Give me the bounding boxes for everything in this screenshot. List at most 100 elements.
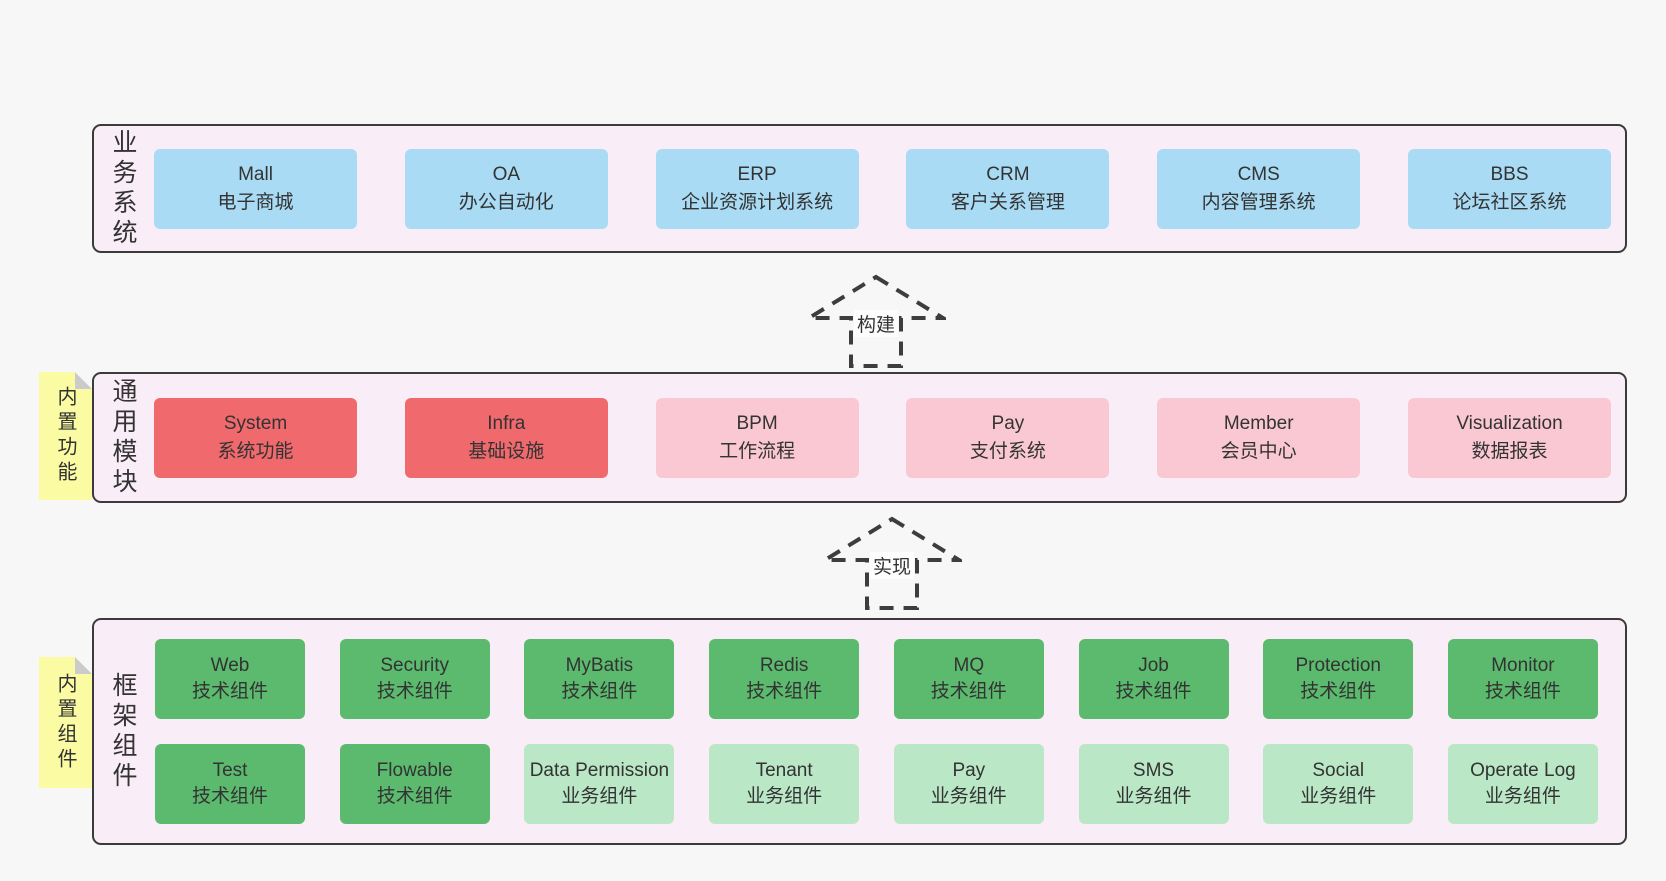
box-subtitle: 客户关系管理 [950,191,1065,213]
box-subtitle: 会员中心 [1220,440,1297,462]
box-erp: ERP 企业资源计划系统 [655,148,859,229]
box-subtitle: 技术组件 [1484,681,1561,702]
band-business-systems: 业务系统 Mall 电子商城 OA 办公自动化 ERP 企业资源计划系统 CRM… [92,124,1627,253]
band-modules-content: System 系统功能 Infra 基础设施 BPM 工作流程 Pay 支付系统… [154,374,1611,501]
box-title: Security [380,655,450,676]
box-title: Tenant [755,760,813,781]
box-subtitle: 业务组件 [561,786,638,807]
band-common-modules: 通用模块 System 系统功能 Infra 基础设施 BPM 工作流程 Pay… [92,372,1627,503]
box-infra: Infra 基础设施 [404,397,608,478]
box-pay-module: Pay 支付系统 [906,397,1110,478]
box-mall: Mall 电子商城 [154,148,357,229]
box-subtitle: 技术组件 [191,681,268,702]
box-member: Member 会员中心 [1157,397,1361,478]
box-subtitle: 技术组件 [376,681,453,702]
box-title: Pay [991,412,1025,434]
box-sms: SMS 业务组件 [1078,744,1229,824]
box-title: SMS [1132,760,1175,781]
box-title: CMS [1237,163,1280,185]
box-title: MQ [953,655,985,676]
box-title: System [223,412,288,434]
box-subtitle: 技术组件 [561,681,638,702]
band-components-content: Web 技术组件 Security 技术组件 MyBatis 技术组件 Redi… [155,620,1598,843]
box-subtitle: 支付系统 [969,440,1046,462]
box-subtitle: 论坛社区系统 [1452,191,1567,213]
band-business-row: Mall 电子商城 OA 办公自动化 ERP 企业资源计划系统 CRM 客户关系… [154,148,1611,229]
box-pay-component: Pay 业务组件 [893,744,1044,824]
note-fold-icon [75,372,92,389]
box-subtitle: 业务组件 [930,786,1007,807]
band-components-row-1: Web 技术组件 Security 技术组件 MyBatis 技术组件 Redi… [155,639,1598,719]
box-oa: OA 办公自动化 [404,148,608,229]
box-title: BBS [1490,163,1529,185]
arrow-implement-label: 实现 [869,552,915,579]
band-business-content: Mall 电子商城 OA 办公自动化 ERP 企业资源计划系统 CRM 客户关系… [154,126,1611,251]
box-subtitle: 业务组件 [1115,786,1192,807]
box-subtitle: 业务组件 [746,786,823,807]
box-visualization: Visualization 数据报表 [1407,397,1611,478]
arrow-build: 构建 [806,274,946,369]
box-title: Visualization [1456,412,1563,434]
box-web: Web 技术组件 [155,639,305,719]
box-subtitle: 技术组件 [191,786,268,807]
box-title: OA [492,163,521,185]
band-components-row-2: Test 技术组件 Flowable 技术组件 Data Permission … [155,744,1598,824]
box-tenant: Tenant 业务组件 [709,744,860,824]
box-subtitle: 企业资源计划系统 [681,191,834,213]
box-security: Security 技术组件 [339,639,490,719]
box-title: Pay [952,760,986,781]
box-title: BPM [736,412,778,434]
box-subtitle: 电子商城 [217,191,294,213]
box-subtitle: 数据报表 [1471,440,1548,462]
box-subtitle: 系统功能 [217,440,294,462]
box-title: Test [212,760,248,781]
box-subtitle: 业务组件 [1300,786,1377,807]
box-title: Web [210,655,250,676]
box-test: Test 技术组件 [155,744,305,824]
box-title: Redis [759,655,809,676]
box-title: Operate Log [1470,760,1576,781]
box-title: Monitor [1491,655,1555,676]
box-subtitle: 技术组件 [930,681,1007,702]
sticky-note-builtin-components: 内置组件 [39,657,92,788]
box-subtitle: 内容管理系统 [1201,191,1316,213]
box-protection: Protection 技术组件 [1263,639,1414,719]
box-bbs: BBS 论坛社区系统 [1407,148,1611,229]
box-title: Mall [238,163,273,185]
box-social: Social 业务组件 [1263,744,1414,824]
note-fold-icon [75,657,92,674]
band-components-label: 框架组件 [109,671,137,792]
box-title: Infra [487,412,526,434]
box-title: Member [1223,412,1294,434]
box-data-permission: Data Permission 业务组件 [524,744,675,824]
box-system: System 系统功能 [154,397,357,478]
box-subtitle: 工作流程 [719,440,796,462]
box-bpm: BPM 工作流程 [655,397,859,478]
box-title: ERP [737,163,777,185]
block-arrow-up-icon [822,516,962,610]
box-mybatis: MyBatis 技术组件 [524,639,675,719]
band-framework-components: 框架组件 Web 技术组件 Security 技术组件 MyBatis 技术组件… [92,618,1627,845]
box-subtitle: 技术组件 [1300,681,1377,702]
box-operate-log: Operate Log 业务组件 [1447,744,1598,824]
box-title: MyBatis [565,655,634,676]
box-subtitle: 基础设施 [468,440,545,462]
box-crm: CRM 客户关系管理 [906,148,1110,229]
arrow-implement: 实现 [822,516,962,611]
box-mq: MQ 技术组件 [893,639,1044,719]
box-title: Social [1312,760,1365,781]
box-title: Protection [1295,655,1381,676]
box-title: CRM [986,163,1030,185]
sticky-note-builtin-features: 内置功能 [39,372,92,500]
band-modules-row: System 系统功能 Infra 基础设施 BPM 工作流程 Pay 支付系统… [154,397,1611,478]
note-features-label: 内置功能 [54,386,76,486]
band-business-label: 业务系统 [109,128,137,249]
box-title: Data Permission [529,760,670,781]
box-subtitle: 技术组件 [376,786,453,807]
block-arrow-up-icon [806,274,946,368]
box-subtitle: 业务组件 [1484,786,1561,807]
box-title: Flowable [376,760,453,781]
box-cms: CMS 内容管理系统 [1157,148,1361,229]
box-subtitle: 技术组件 [746,681,823,702]
arrow-build-label: 构建 [853,310,899,337]
